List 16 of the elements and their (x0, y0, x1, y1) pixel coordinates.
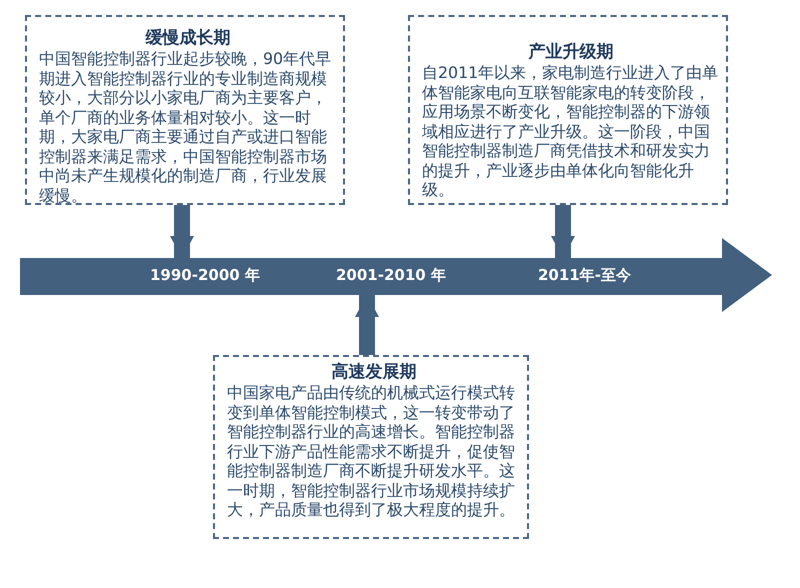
arrow (170, 205, 194, 258)
stage-title: 高速发展期 (330, 361, 418, 383)
stage-description: 自2011年以来，家电制造行业进入了由单体智能家电向互联智能家电的转变阶段，应用场景不断变化，智能控制器的下游领域相应进行了产业升级。这一阶段，中国智能控制器制造厂商凭借技术和研发实力的提升，产业逐步由单体化向智能化升级。 (422, 63, 720, 200)
stage-title: 产业升级期 (527, 41, 614, 63)
stage-description: 中国家电产品由传统的机械式运行模式转变到单体智能控制模式，这一转变带动了智能控制器行业的高速增长。智能控制器行业下游产品性能需求不断提升，促使智能控制器制造厂商不断提升研发水平。这一时期，智能控制器行业市场规模持续扩大，产品质量也得到了极大程度的提升。 (227, 383, 516, 520)
year-label: 2001-2010 年 (336, 266, 446, 285)
year-label: 1990-2000 年 (150, 266, 260, 285)
stage-description: 中国智能控制器行业起步较晚，90年代早期进入智能控制器行业的专业制造商规模较小，大部分以小家电厂商为主要客户，单个厂商的业务体量相对较小。这一时期，大家电厂商主要通过自产或进口智能控制器来满足需求，中国智能控制器市场中尚未产生规模化的制造厂商，行业发展缓慢。 (39, 49, 332, 205)
arrow (355, 295, 379, 355)
stage-box (213, 355, 529, 539)
stage-box (408, 15, 728, 205)
stage-title: 缓慢成长期 (144, 27, 232, 49)
arrow (551, 205, 575, 258)
timeline-arrow (20, 238, 772, 312)
year-label: 2011年-至今 (538, 266, 631, 285)
stage-box (25, 15, 345, 205)
